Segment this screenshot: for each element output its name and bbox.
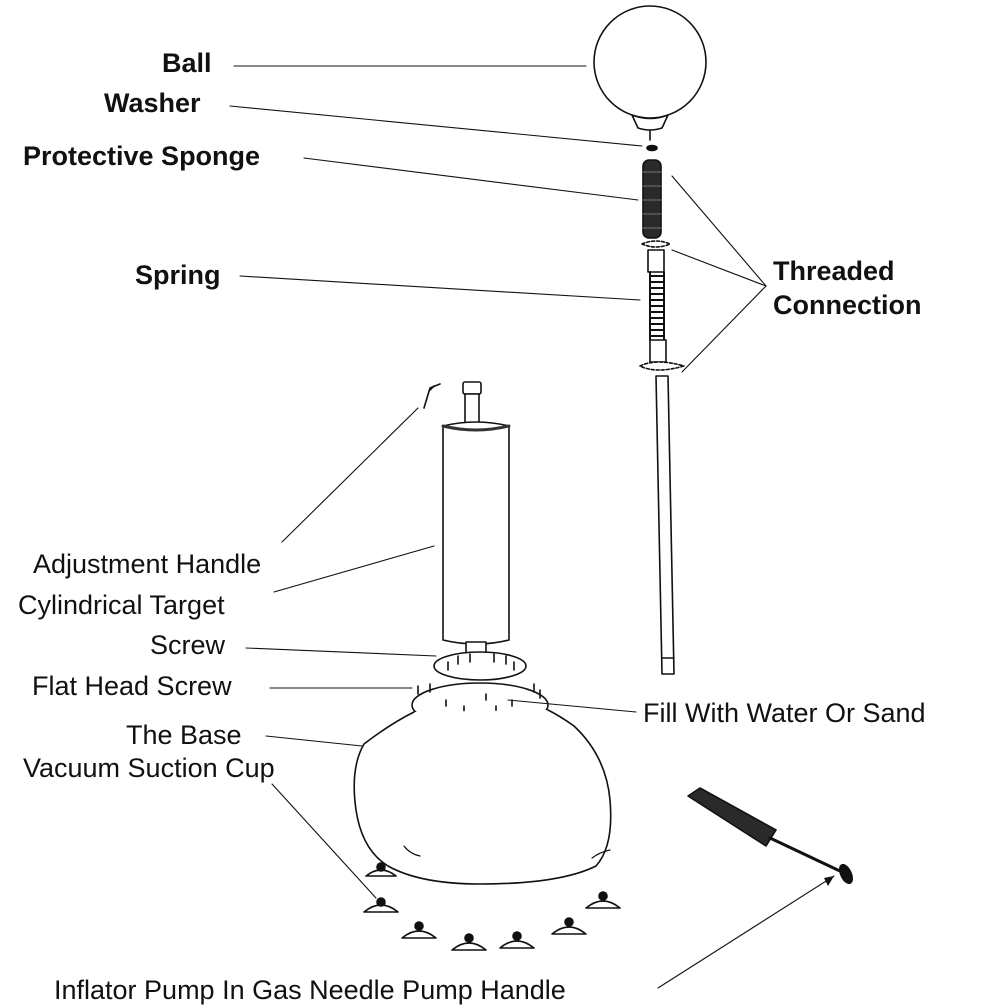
label-vacuum-suction-cup: Vacuum Suction Cup	[23, 753, 275, 783]
base-body	[353, 709, 612, 885]
label-protective-sponge: Protective Sponge	[23, 141, 261, 171]
leader-lines	[229, 65, 835, 989]
label-fill-water-sand: Fill With Water Or Sand	[643, 698, 926, 728]
label-threaded-line1: Threaded	[773, 256, 895, 286]
label-inflator-pump: Inflator Pump In Gas Needle Pump Handle	[54, 975, 566, 1005]
inflator-pump-part	[687, 787, 853, 885]
protective-sponge-part	[642, 159, 662, 239]
label-threaded-line2: Connection	[773, 290, 922, 320]
label-washer: Washer	[104, 88, 201, 118]
ball-part	[593, 5, 707, 141]
label-flat-head-screw: Flat Head Screw	[32, 671, 232, 701]
pole-part	[655, 375, 675, 675]
label-spring: Spring	[135, 260, 221, 290]
cylindrical-target-part	[441, 381, 511, 661]
suction-cups	[363, 862, 621, 951]
upper-threaded-connection	[641, 240, 671, 273]
lower-threaded-connection	[639, 339, 685, 371]
label-ball: Ball	[162, 48, 212, 78]
washer-part	[646, 144, 658, 152]
label-the-base: The Base	[126, 720, 242, 750]
adjustment-handle-part	[423, 383, 441, 409]
label-cylindrical-target: Cylindrical Target	[18, 590, 225, 620]
label-screw: Screw	[150, 630, 226, 660]
screw-plate-part	[433, 651, 527, 681]
label-adjustment-handle: Adjustment Handle	[33, 549, 262, 579]
spring-part	[649, 271, 665, 341]
